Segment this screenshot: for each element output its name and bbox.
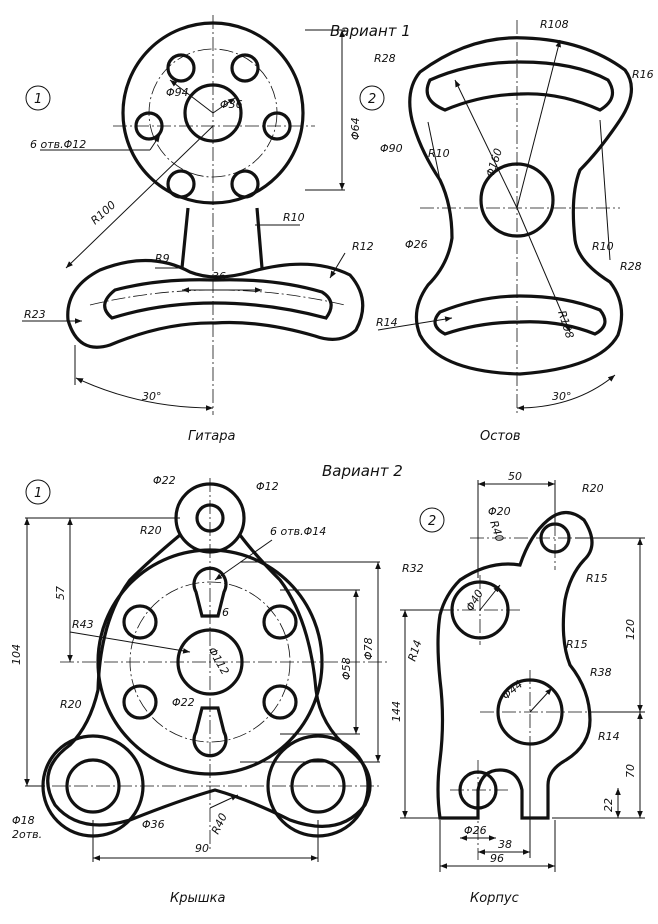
dim-r38: R38 — [590, 666, 612, 679]
cover-outline — [46, 533, 372, 828]
dim-v104: 104 — [10, 644, 23, 665]
variant1-title: Вариант 1 — [330, 22, 411, 40]
frame-outline — [408, 36, 633, 376]
dim-r20: R20 — [582, 482, 604, 495]
figure-guitar: 1 — [22, 15, 374, 444]
dim-d90: Φ90 — [380, 142, 403, 155]
figure-cover: 1 — [10, 474, 390, 906]
dim-d40: Φ40 — [463, 587, 486, 613]
dim-d26: Φ26 — [405, 238, 428, 251]
dim-holes-cover: 6 отв.Φ14 — [270, 525, 326, 538]
dim-v120: 120 — [624, 619, 637, 640]
fig4-number: 2 — [428, 514, 436, 529]
housing-outline — [436, 510, 594, 820]
dim-r10: R10 — [283, 211, 305, 224]
fig4-number-circle — [419, 507, 445, 533]
dim-r28a: R28 — [374, 52, 396, 65]
dim-w96: 96 — [490, 852, 504, 865]
dim-r10b: R10 — [592, 240, 614, 253]
variant2-title: Вариант 2 — [322, 462, 403, 480]
dim-a30: 30° — [142, 390, 162, 403]
fig3-number: 1 — [34, 486, 42, 501]
dim-d64: Φ64 — [349, 117, 362, 140]
dim-w38: 38 — [498, 838, 512, 851]
dim-d12: Φ12 — [256, 480, 279, 493]
dim-w6: 6 — [222, 606, 229, 619]
fig3-caption: Крышка — [170, 891, 225, 906]
dim-d22a: Φ22 — [153, 474, 176, 487]
dim-w36: 36 — [212, 270, 226, 283]
figure-frame: 2 R108 R28 R16 Φ160 R10 Φ90 Φ26 R10 R28 … — [359, 18, 654, 444]
dim-r9: R9 — [155, 252, 170, 265]
fig2-number-circle — [359, 85, 385, 111]
dim-d20: Φ20 — [488, 505, 511, 518]
dim-d36: Φ36 — [220, 98, 243, 111]
dim-r15b: R15 — [566, 638, 588, 651]
dim-r28b: R28 — [620, 260, 642, 273]
dim-r14: R14 — [376, 316, 398, 329]
dim-d18: Φ18 — [12, 814, 35, 827]
dim-r23: R23 — [24, 308, 46, 321]
dim-d58: Φ58 — [340, 657, 353, 680]
dim-r12: R12 — [352, 240, 374, 253]
dim-holes2: 2отв. — [12, 828, 42, 841]
frame-bottom-slot — [433, 294, 607, 336]
dim-v57: 57 — [54, 586, 67, 600]
dim-v22: 22 — [602, 798, 615, 812]
dim-r16: R16 — [632, 68, 654, 81]
fig3-number-circle — [25, 479, 51, 505]
dim-r100: R100 — [88, 198, 118, 227]
figure-housing: 2 50 Φ20 R20 R40 — [390, 470, 645, 906]
dim-w50: 50 — [508, 470, 522, 483]
dim-d36: Φ36 — [142, 818, 165, 831]
dim-r14a: R14 — [405, 638, 424, 663]
fig2-number: 2 — [368, 92, 376, 107]
fig2-caption: Остов — [480, 429, 521, 444]
dim-r14b: R14 — [598, 730, 620, 743]
dim-r40: R40 — [487, 519, 506, 544]
dim-v144: 144 — [390, 701, 403, 722]
dim-r20b: R20 — [60, 698, 82, 711]
dim-d94: Φ94 — [166, 86, 189, 99]
dim-r32: R32 — [402, 562, 424, 575]
dim-w90: 90 — [195, 842, 209, 855]
dim-v70: 70 — [624, 764, 637, 778]
cover-keyholes — [122, 566, 298, 758]
guitar-inner-slot — [103, 278, 333, 320]
dim-d26: Φ26 — [464, 824, 487, 837]
fig4-caption: Корпус — [470, 891, 519, 906]
dim-r40: R40 — [209, 811, 230, 836]
dim-r108a: R108 — [540, 18, 569, 31]
fig1-number-circle — [25, 85, 51, 111]
dim-d112: Φ112 — [205, 645, 231, 677]
guitar-neck — [180, 207, 264, 269]
dim-d160: Φ160 — [483, 147, 505, 179]
fig1-number: 1 — [34, 92, 42, 107]
fig1-caption: Гитара — [188, 429, 235, 444]
dim-d22b: Φ22 — [172, 696, 195, 709]
dim-r15a: R15 — [586, 572, 608, 585]
frame-top-slot — [425, 60, 615, 112]
dim-r10a: R10 — [428, 147, 450, 160]
dim-a30b: 30° — [552, 390, 572, 403]
dim-r20a: R20 — [140, 524, 162, 537]
dim-holes: 6 отв.Φ12 — [30, 138, 86, 151]
dim-r43: R43 — [72, 618, 94, 631]
guitar-body — [66, 258, 365, 349]
dim-d78: Φ78 — [362, 637, 375, 660]
